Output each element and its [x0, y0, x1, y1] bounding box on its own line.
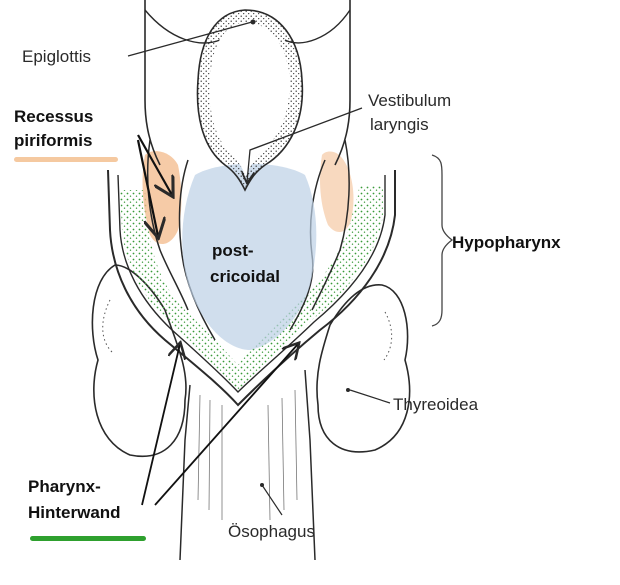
label-pharynx: Pharynx-	[28, 477, 101, 496]
label-post: post-	[212, 241, 254, 260]
pharynx-mucosa-band	[120, 185, 383, 390]
label-vestibulum: Vestibulum	[368, 91, 451, 110]
aryepiglottic-fold-left	[146, 139, 189, 311]
label-piriformis: piriformis	[14, 131, 92, 150]
vestibulum-leader	[247, 107, 363, 182]
thyroid-left-dotted	[102, 299, 113, 353]
label-recessus: Recessus	[14, 107, 93, 126]
inner-fold-left	[178, 159, 216, 341]
aryepiglottic-fold-right	[311, 139, 350, 311]
thyroid-left-lobe	[91, 264, 187, 457]
hypopharynx-bracket	[431, 154, 454, 327]
postcricoid-area	[182, 163, 317, 350]
label-epiglottis: Epiglottis	[22, 47, 91, 66]
hinterwand-arrow-left	[141, 344, 180, 506]
label-thyreoidea: Thyreoidea	[393, 395, 479, 414]
label-cricoidal: cricoidal	[210, 267, 280, 286]
label-laryngis: laryngis	[370, 115, 429, 134]
hinterwand-arrow-right	[154, 344, 298, 506]
recessus-right-fill	[320, 151, 354, 233]
pharynx-outer-wall	[107, 169, 396, 407]
larynx-tube	[144, 0, 351, 166]
thyroid-right-dotted	[383, 311, 393, 361]
recessus-arrow-2	[136, 139, 158, 236]
oesophagus-tube	[179, 369, 316, 561]
pharynx-inner-wall	[117, 174, 386, 394]
thyroid-right-lobe	[316, 284, 411, 453]
label-hinterwand: Hinterwand	[28, 503, 121, 522]
thyreoidea-leader	[349, 389, 391, 404]
oesophagus-leader	[261, 484, 283, 516]
label-hypopharynx: Hypopharynx	[452, 233, 561, 252]
recessus-underline	[14, 157, 118, 162]
oesophagus-fibers	[197, 389, 298, 521]
epiglottis-leader	[127, 21, 253, 57]
oesophagus-dot	[260, 483, 264, 487]
recessus-arrow-1	[137, 134, 172, 195]
epiglottis-dot	[250, 19, 256, 25]
label-oesophagus: Ösophagus	[228, 522, 315, 541]
larynx-top-curve-right	[284, 9, 351, 44]
vestibulum-inner	[209, 22, 290, 178]
hinterwand-underline	[30, 536, 146, 541]
thyreoidea-dot	[346, 388, 350, 392]
